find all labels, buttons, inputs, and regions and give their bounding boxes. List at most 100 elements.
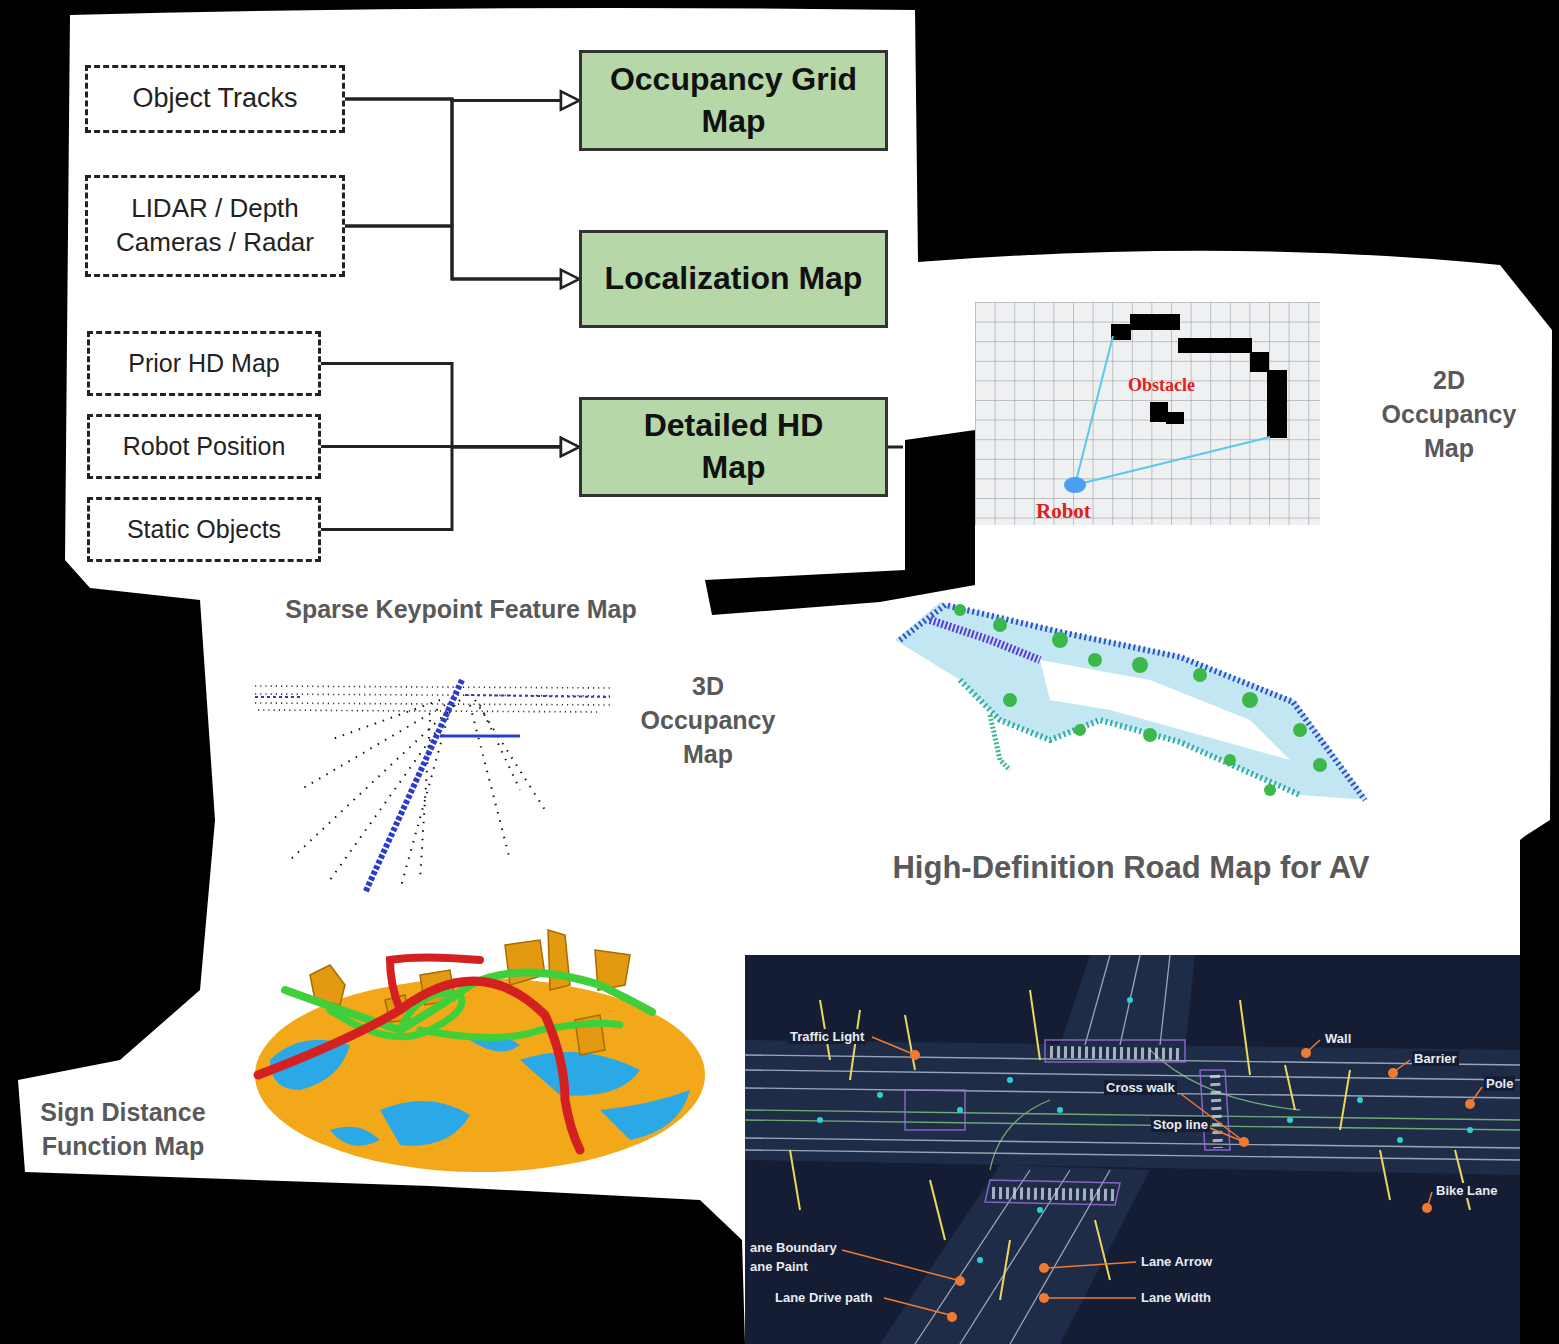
point-cloud-illustration-part-part [1074, 724, 1086, 736]
input-source-box: Static Objects [87, 497, 321, 562]
hd-road-map-illustration-part-part [905, 1015, 915, 1070]
hd-road-map-illustration-part-part [930, 1180, 945, 1240]
sparse-keypoint-illustration-part [365, 680, 462, 893]
hd-road-map-illustration-part-part [1455, 1150, 1470, 1210]
map-caption: 2D Occupancy Map [1374, 363, 1524, 465]
hd-road-map-illustration-part-part [1395, 1060, 1410, 1071]
hd-road-map-illustration-part-part [850, 1010, 860, 1080]
hd-road-map-illustration-part-part [1340, 1070, 1350, 1130]
occupancy-grid-illustration-part [1178, 338, 1252, 353]
hd-road-map-illustration-part-part [1039, 1263, 1049, 1273]
sparse-keypoint-illustration-part [255, 696, 300, 698]
connector-line [345, 226, 563, 279]
connector [345, 226, 579, 288]
hd-road-map-illustration-part-part [1467, 1127, 1473, 1133]
connector [345, 99, 579, 288]
occupancy-grid-illustration-part [1250, 352, 1269, 372]
occupancy-grid-illustration-part [1166, 412, 1184, 424]
map-annotation: Pole [1484, 1076, 1515, 1091]
hd-road-map-illustration-part-part [1240, 1000, 1250, 1075]
obstacle-label: Obstacle [1128, 375, 1195, 396]
map-output-box: Localization Map [579, 230, 888, 328]
point-cloud-illustration-part-part [1224, 754, 1236, 766]
hd-road-map-illustration-part-part [1010, 1170, 1110, 1344]
sparse-keypoint-illustration-part-part [258, 710, 600, 712]
map-annotation: Lane Width [1139, 1290, 1213, 1305]
hd-road-map-illustration-part [745, 955, 1520, 1344]
hd-road-map-illustration-part-part [1285, 1065, 1295, 1110]
hd-road-map-illustration-part-part [977, 1257, 983, 1263]
arrow-head [561, 438, 579, 456]
occupancy-grid-illustration-part [975, 302, 1320, 525]
map-annotation: Wall [1323, 1031, 1353, 1046]
point-cloud-illustration-part-part [1003, 693, 1017, 707]
hd-road-map-illustration-part [745, 955, 1520, 1344]
hd-road-map-illustration-part-part [1472, 1087, 1482, 1101]
hd-road-map-illustration-part [842, 1037, 1482, 1315]
connector-stub-part [888, 446, 903, 449]
hd-road-map-illustration-part-part [1030, 990, 1040, 1060]
hd-road-map-illustration-part [817, 997, 1473, 1263]
occupancy-grid-illustration-part [1130, 314, 1180, 330]
sparse-keypoint-illustration-part [440, 735, 520, 738]
hd-road-map-illustration-part-part [745, 1055, 1520, 1065]
sdf-map-illustration-part [330, 993, 620, 1037]
sparse-keypoint-illustration-part-part [300, 705, 445, 790]
hd-road-map-illustration-part-part [1287, 1117, 1293, 1123]
sdf-map-illustration-part-part [505, 940, 545, 985]
connector [321, 364, 579, 457]
hd-road-map-illustration-part-part [1215, 1075, 1218, 1148]
point-cloud-illustration-part-part [1264, 784, 1276, 796]
hd-road-map-illustration-part-part [1007, 1077, 1013, 1083]
arrow-head [561, 270, 579, 288]
box-text: Static Objects [127, 513, 281, 546]
hd-road-map-illustration-part-part [905, 1090, 965, 1130]
hd-road-map-illustration-part-part [1045, 1040, 1185, 1062]
hd-road-map-illustration-part-part [1465, 1099, 1475, 1109]
arrow-head [561, 438, 579, 456]
arrow-head [561, 438, 579, 456]
sdf-map-illustration-part-part [600, 1090, 690, 1140]
input-source-box: Object Tracks [85, 65, 345, 133]
map-annotation: Bike Lane [1434, 1183, 1499, 1198]
sparse-keypoint-illustration-part [290, 700, 545, 890]
hd-road-map-illustration-part-part [745, 1070, 1520, 1080]
hd-road-map-illustration-part [992, 1052, 1218, 1195]
arrow-head [561, 92, 579, 110]
point-cloud-illustration-part-part [1293, 723, 1307, 737]
box-text: Occupancy Grid Map [592, 59, 875, 142]
hd-road-map-illustration [745, 955, 1520, 1344]
box-text: Object Tracks [132, 81, 297, 116]
connector-line [321, 447, 563, 530]
hd-road-map-illustration-part-part [884, 1298, 950, 1315]
panel-title: High-Definition Road Map for AV [781, 850, 1481, 886]
point-cloud-illustration-part [960, 680, 1300, 795]
connector [321, 438, 579, 530]
map-annotation: Barrier [1412, 1051, 1459, 1066]
map-annotation: Lane Drive path [773, 1290, 875, 1305]
box-text: Robot Position [123, 430, 286, 463]
hd-road-map-illustration-part-part [1160, 955, 1170, 1045]
map-output-box: Detailed HD Map [579, 397, 888, 497]
sparse-keypoint-illustration-part-part [255, 694, 610, 696]
hd-road-map-illustration-part [1060, 955, 1195, 1050]
connector-stub [888, 447, 903, 448]
point-cloud-illustration-part [1040, 660, 1290, 760]
point-cloud-illustration-part-part [1132, 657, 1148, 673]
sparse-keypoint-illustration-part-part [255, 703, 610, 705]
hd-road-map-illustration-part [880, 1165, 1150, 1344]
hd-road-map-illustration-part-part [1000, 1240, 1010, 1300]
occupancy-grid-illustration-part [1075, 437, 1270, 485]
hd-road-map-illustration-part-part [745, 1110, 1520, 1120]
hd-road-map-illustration-part-part [1037, 1207, 1043, 1213]
arrow-head [561, 270, 579, 288]
point-cloud-illustration-part-part [1052, 632, 1068, 648]
sparse-keypoint-illustration [255, 680, 610, 893]
hd-road-map-illustration-part-part [1380, 1150, 1390, 1200]
box-text: Prior HD Map [128, 347, 279, 380]
hd-road-map-illustration-part-part [985, 1180, 1120, 1205]
point-cloud-illustration [895, 602, 1368, 800]
sparse-keypoint-illustration-part-part [255, 686, 610, 688]
white-ground [18, 8, 1552, 1344]
